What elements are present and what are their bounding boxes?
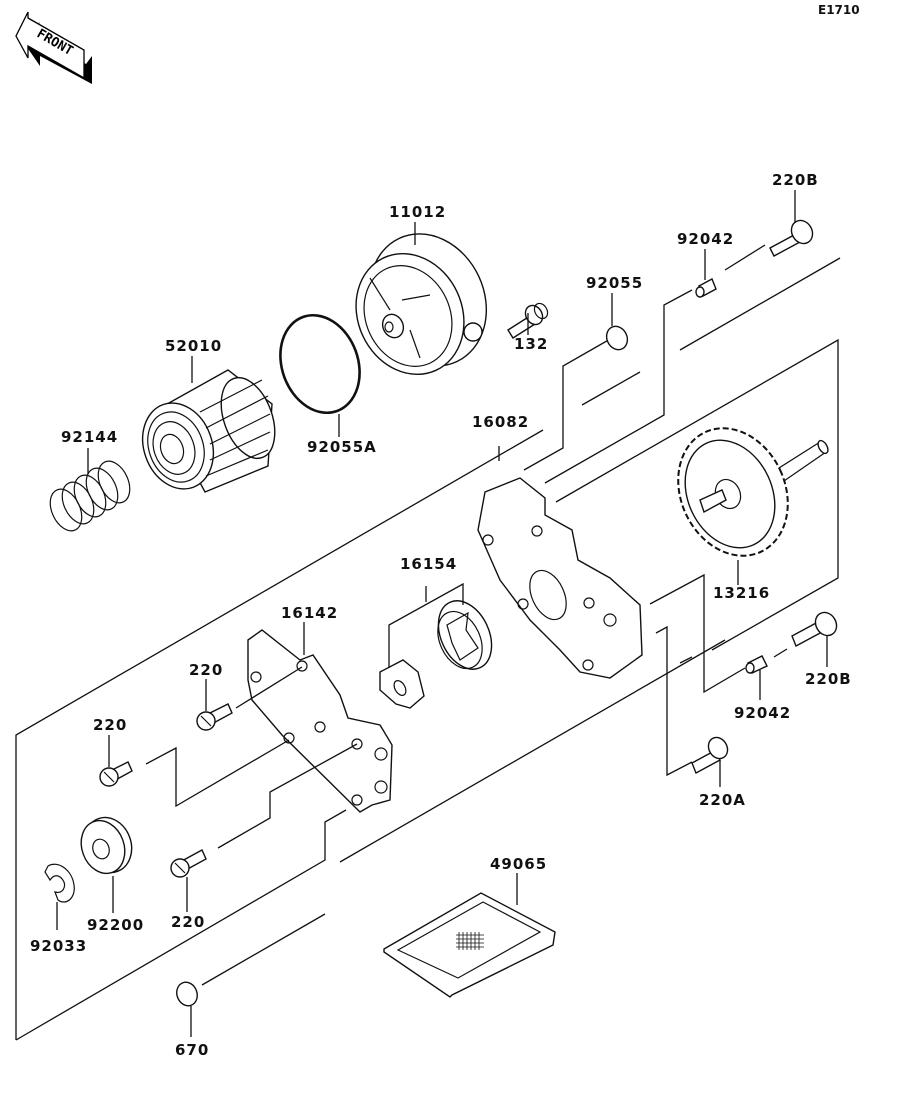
label-11012: 11012 — [389, 203, 446, 221]
leader-92042-top — [544, 289, 693, 484]
leader-92055 — [523, 337, 613, 471]
o-ring-670 — [176, 981, 198, 1007]
label-670: 670 — [175, 1041, 209, 1059]
label-92042-bot: 92042 — [734, 704, 791, 722]
gear-shaft-13216 — [677, 427, 829, 557]
front-arrow-icon: FRONT — [15, 11, 92, 84]
label-220-c: 220 — [171, 913, 205, 931]
label-132: 132 — [514, 335, 548, 353]
label-52010: 52010 — [165, 337, 222, 355]
oil-strainer-49065 — [383, 892, 556, 998]
screw-220-c — [170, 849, 207, 878]
spring-92144 — [49, 460, 131, 532]
label-220-b: 220 — [93, 716, 127, 734]
leader-220A-line — [655, 625, 693, 777]
label-92200: 92200 — [87, 916, 144, 934]
label-16154: 16154 — [400, 555, 457, 573]
label-92055A: 92055A — [307, 438, 377, 456]
panel-left-lower-edge — [339, 639, 726, 863]
leader-220B-top — [724, 244, 766, 271]
pump-cover-plate-16142 — [247, 629, 393, 813]
leader-220B-bot-line — [773, 648, 788, 658]
label-16142: 16142 — [281, 604, 338, 622]
panel-right-top — [679, 257, 841, 351]
dowel-92042-bot — [745, 655, 768, 674]
rotor-set-16154 — [379, 600, 493, 709]
oil-pump-body-16082 — [477, 477, 643, 679]
bolt-132 — [507, 302, 549, 339]
label-220B-bot: 220B — [805, 670, 852, 688]
oil-filter-52010 — [141, 369, 276, 493]
label-220-a: 220 — [189, 661, 223, 679]
diagram-code: E1710 — [818, 3, 860, 17]
label-92144: 92144 — [61, 428, 118, 446]
circlip-92033 — [44, 863, 75, 903]
bolt-220B-top — [769, 219, 814, 257]
panel-right-seg — [581, 371, 641, 406]
bolt-220A — [691, 736, 729, 774]
leader-220-b-line — [145, 739, 290, 808]
leader-220-c-line — [217, 743, 358, 849]
panel-left-bottom — [15, 809, 347, 1041]
panel-left-outline — [15, 429, 544, 1040]
leader-670-line — [201, 913, 326, 986]
oil-filter-cover — [355, 233, 488, 376]
label-16082: 16082 — [472, 413, 529, 431]
leader-92042-bot-line — [649, 573, 746, 694]
label-220B-top: 220B — [772, 171, 819, 189]
screw-220-a — [196, 703, 233, 731]
bolt-220B-bot — [791, 611, 838, 647]
label-13216: 13216 — [713, 584, 770, 602]
dowel-92042-top — [695, 278, 717, 298]
panel-right-outline — [555, 338, 839, 651]
label-92042-top: 92042 — [677, 230, 734, 248]
washer-92200 — [80, 816, 133, 875]
leader-16154-bracket — [388, 582, 464, 668]
label-92055: 92055 — [586, 274, 643, 292]
o-ring-92055 — [605, 325, 629, 351]
o-ring-92055A — [279, 313, 361, 415]
screw-220-b — [99, 761, 133, 787]
label-49065: 49065 — [490, 855, 547, 873]
label-220A: 220A — [699, 791, 746, 809]
leader-220-a-line — [235, 666, 303, 709]
dash-mid — [679, 656, 693, 664]
label-92033: 92033 — [30, 937, 87, 955]
